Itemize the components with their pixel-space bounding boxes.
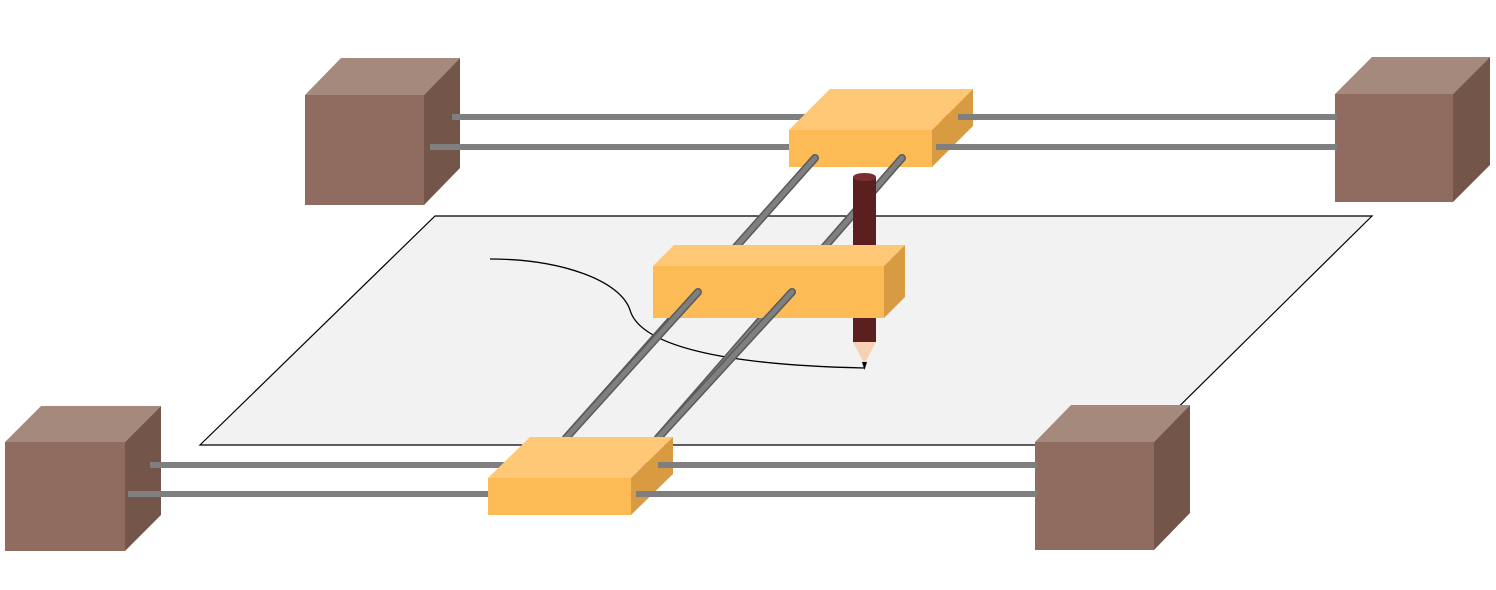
pen-carriage xyxy=(653,245,905,318)
pencil-upper xyxy=(853,173,876,257)
drawn-curve xyxy=(489,258,865,369)
pencil-icon xyxy=(853,318,876,370)
corner-block-back-right xyxy=(1335,57,1490,202)
front-carriage xyxy=(488,437,673,515)
corner-block-back-left xyxy=(305,58,460,205)
corner-block-front-right xyxy=(1035,405,1190,550)
corner-block-front-left xyxy=(5,406,161,551)
